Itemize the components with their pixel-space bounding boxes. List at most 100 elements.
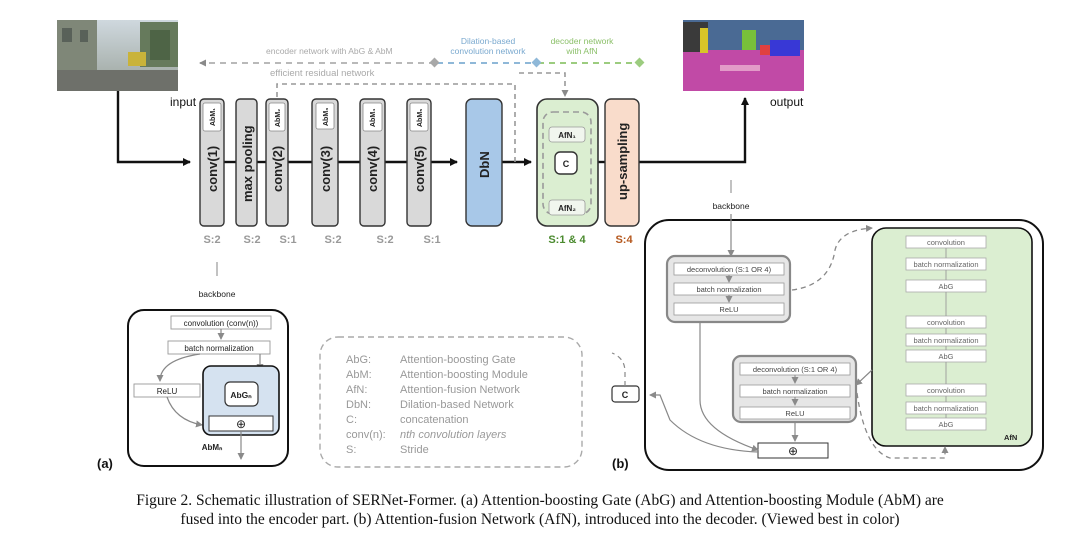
b-deconv1-label: deconvolution (S:1 OR 4) [687,265,772,274]
conv2-label: conv(2) [270,146,285,192]
upsampling-label: up-sampling [615,123,630,200]
conv2-block: AbM₂ conv(2) [265,98,289,227]
dilation-diamond [531,57,542,68]
b-afn-item: convolution [927,238,965,247]
legend-value: Attention-fusion Network [400,384,520,396]
conv1-label: conv(1) [205,146,220,192]
conv3-label: conv(3) [318,146,333,192]
encoder-diamond [429,57,440,68]
dbn-label: DbN [477,151,492,178]
b-relu2-label: ReLU [785,409,804,418]
legend-key: AbM: [346,369,372,381]
caption-line-1: Figure 2. Schematic illustration of SERN… [136,492,944,509]
abm-tag-1: AbM₁ [210,108,217,126]
encoder-label: encoder network with AbG & AbM [266,46,393,56]
b-afn-item: convolution [927,318,965,327]
conv3-block: AbM₃ conv(3) [311,98,339,227]
stride-label: S:2 [203,234,220,246]
afn-stride-label: S:1 & 4 [548,234,586,246]
stride-label: S:2 [376,234,393,246]
legend-key: AbG: [346,354,371,366]
output-flow-arrow [639,97,749,164]
legend-value: Attention-boosting Module [400,369,528,381]
a-relu-label: ReLU [157,387,178,396]
up-stride-label: S:4 [615,234,633,246]
legend-value: concatenation [400,414,469,426]
b-concat-symbol: C [622,390,629,400]
input-image [57,20,178,91]
b-deconv2-label: deconvolution (S:1 OR 4) [753,365,838,374]
abm-tag-3: AbM₃ [323,108,330,126]
b-relu1-label: ReLU [719,305,738,314]
b-afn-item: batch normalization [913,260,978,269]
legend-value: Dilation-based Network [400,399,514,411]
abm-panel: convolution (conv(n)) batch normalizatio… [127,309,289,467]
a-plus-symbol: ⊕ [236,417,246,431]
legend-key: C: [346,414,357,426]
caption-line-2: fused into the encoder part. (b) Attenti… [180,511,900,528]
afn-concat-symbol: C [563,159,570,169]
legend-key: AfN: [346,384,367,396]
a-abg-box [224,381,259,407]
legend-key: DbN: [346,399,371,411]
conv1-block: AbM₁ conv(1) [199,98,225,227]
afn-concat-box [554,151,578,175]
b-afn-item: batch normalization [913,336,978,345]
b-afn-item: AbG [938,352,953,361]
stride-label: S:2 [243,234,260,246]
upsampling-block: up-sampling [604,98,640,227]
dbn-block: DbN [465,98,503,227]
afn-tag-1: AfN₁ [558,131,576,140]
legend-value: Attention-boosting Gate [400,354,516,366]
legend-value: nth convolution layers [400,429,507,441]
residual-dashed-line-2 [519,72,569,97]
residual-dashed-line [276,83,516,162]
legend-key: S: [346,444,356,456]
backbone-label-a: backbone [199,289,236,299]
output-image [683,20,804,91]
panel-b-label: (b) [612,456,629,471]
abm-tag-4: AbM₄ [370,109,377,128]
abm-tag-5: AbM₅ [417,109,424,127]
abm-tag-2: AbM₂ [275,109,282,127]
b-afn-label: AfN [1004,433,1017,442]
dilation-label-2: convolution network [450,46,526,56]
maxpool-block: max pooling [235,98,258,227]
legend-key: conv(n): [346,429,386,441]
backbone-label-b: backbone [713,201,750,211]
afn-block: AfN₁ C AfN₂ [536,98,599,227]
figure-caption: Figure 2. Schematic illustration of SERN… [20,491,1060,529]
b-afn-item: AbG [938,282,953,291]
dilation-label-1: Dilation-based [461,36,516,46]
legend-box: AbG: Attention-boosting Gate AbM: Attent… [319,336,583,468]
conv4-label: conv(4) [365,146,380,192]
panel-a-label: (a) [97,456,113,471]
conv5-label: conv(5) [412,146,427,192]
b-afn-item: convolution [927,386,965,395]
a-bn-box [167,340,271,355]
b-plus-symbol: ⊕ [788,444,798,458]
b-afn-item: batch normalization [913,404,978,413]
maxpool-label: max pooling [240,125,255,202]
stride-label: S:1 [279,234,296,246]
output-label: output [770,95,804,109]
decoder-label-1: decoder network [551,36,615,46]
stride-label: S:2 [324,234,341,246]
a-abm-label: AbMₙ [202,443,223,452]
afn-tag-2: AfN₂ [558,204,576,213]
stride-label: S:1 [423,234,440,246]
b-bn2-label: batch normalization [762,387,827,396]
efficient-label: efficient residual network [270,68,375,79]
input-flow-arrow [116,91,191,166]
a-abg-label: AbGₙ [230,390,252,400]
input-label: input [170,95,197,109]
b-bn1-label: batch normalization [696,285,761,294]
legend-value: Stride [400,444,429,456]
a-bn-label: batch normalization [184,344,253,353]
b-afn-item: AbG [938,420,953,429]
afn-panel: deconvolution (S:1 OR 4) batch normaliza… [644,214,1044,471]
conv5-block: AbM₅ conv(5) [406,98,432,227]
decoder-diamond [634,57,645,68]
conv4-block: AbM₄ conv(4) [359,98,386,227]
